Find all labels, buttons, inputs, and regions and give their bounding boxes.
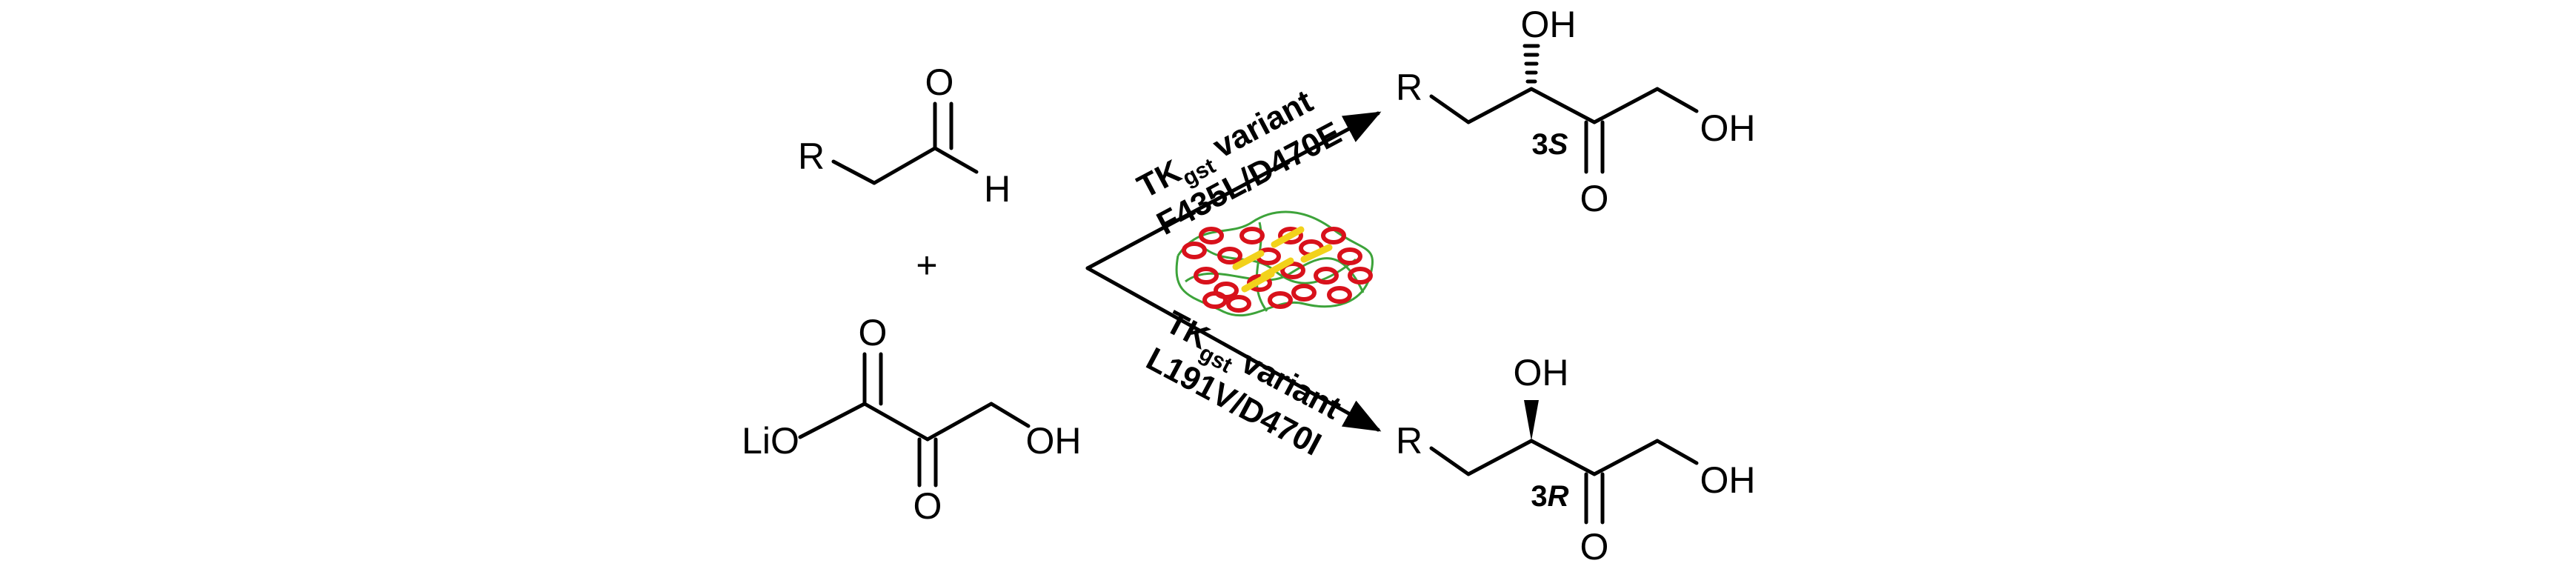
transketolase-protein-structure-image — [1175, 210, 1374, 317]
lower-reaction-arrow — [1085, 266, 1382, 432]
aldehyde-bond-c1-c2 — [872, 146, 937, 185]
product-3r-carbonyl-oxygen: O — [1580, 526, 1609, 568]
pyruvate-bond-o-c1 — [798, 402, 867, 439]
product-3s-hydroxyl-top: OH — [1521, 4, 1577, 45]
plus-sign: + — [916, 244, 937, 286]
product-3r-hydroxyl-top: OH — [1514, 352, 1569, 393]
product-3r-bond-c2-c3 — [1529, 439, 1597, 476]
product-3s-r-group: R — [1396, 67, 1422, 108]
product-3s-bond-c3-c4 — [1592, 87, 1660, 124]
product-3s-stereo-number: 3 — [1532, 128, 1548, 161]
aldehyde-bond-c2-h — [933, 146, 979, 174]
product-3s-hashed-wedge — [1522, 44, 1540, 84]
product-3s-carbonyl-oxygen: O — [1580, 178, 1609, 219]
pyruvate-oxygen-1: O — [859, 312, 888, 353]
product-3s-bond-c4-oh — [1655, 87, 1699, 113]
aldehyde-oxygen: O — [925, 61, 954, 103]
product-3r-bond-c1-c2 — [1466, 439, 1534, 476]
pyruvate-bond-c2-c3 — [925, 402, 994, 442]
product-3r-stereo-number: 3 — [1531, 480, 1547, 513]
product-3r-bond-r-c1 — [1429, 446, 1471, 476]
aldehyde-reactant: R O H — [798, 61, 1011, 210]
product-3s-hydroxyl-end: OH — [1700, 107, 1756, 149]
product-3r: R OH 3R O OH — [1396, 352, 1756, 568]
aldehyde-bond-r-c1 — [831, 159, 876, 185]
pyruvate-bond-c1-c2 — [862, 402, 930, 442]
product-3r-solid-wedge — [1524, 400, 1539, 441]
product-3s-stereo-label: 3S — [1532, 128, 1568, 161]
product-3s-stereo-letter: S — [1548, 128, 1568, 161]
product-3s-bond-c2-c3 — [1529, 87, 1597, 124]
product-3r-bond-c4-oh — [1655, 439, 1699, 465]
hydroxypyruvate-reactant: LiO O O OH — [742, 312, 1081, 527]
pyruvate-hydroxyl: OH — [1026, 420, 1082, 462]
product-3s: R OH 3S O OH — [1396, 4, 1756, 219]
product-3r-stereo-letter: R — [1548, 480, 1569, 513]
aldehyde-r-group: R — [798, 136, 825, 177]
product-3r-hydroxyl-end: OH — [1700, 459, 1756, 501]
pyruvate-lio-label: LiO — [742, 420, 799, 462]
lower-enzyme-label: TKgstvariant L191V/D470I — [1140, 304, 1347, 462]
product-3r-bond-c3-c4 — [1592, 439, 1660, 476]
product-3s-bond-c1-c2 — [1466, 87, 1534, 124]
product-3r-r-group: R — [1396, 420, 1422, 462]
aldehyde-hydrogen: H — [984, 168, 1011, 210]
product-3s-bond-r-c1 — [1429, 94, 1471, 124]
pyruvate-oxygen-2: O — [913, 485, 942, 527]
product-3r-stereo-label: 3R — [1531, 480, 1568, 513]
upper-reaction-arrow — [1085, 111, 1382, 270]
pyruvate-bond-c3-oh — [989, 402, 1031, 428]
